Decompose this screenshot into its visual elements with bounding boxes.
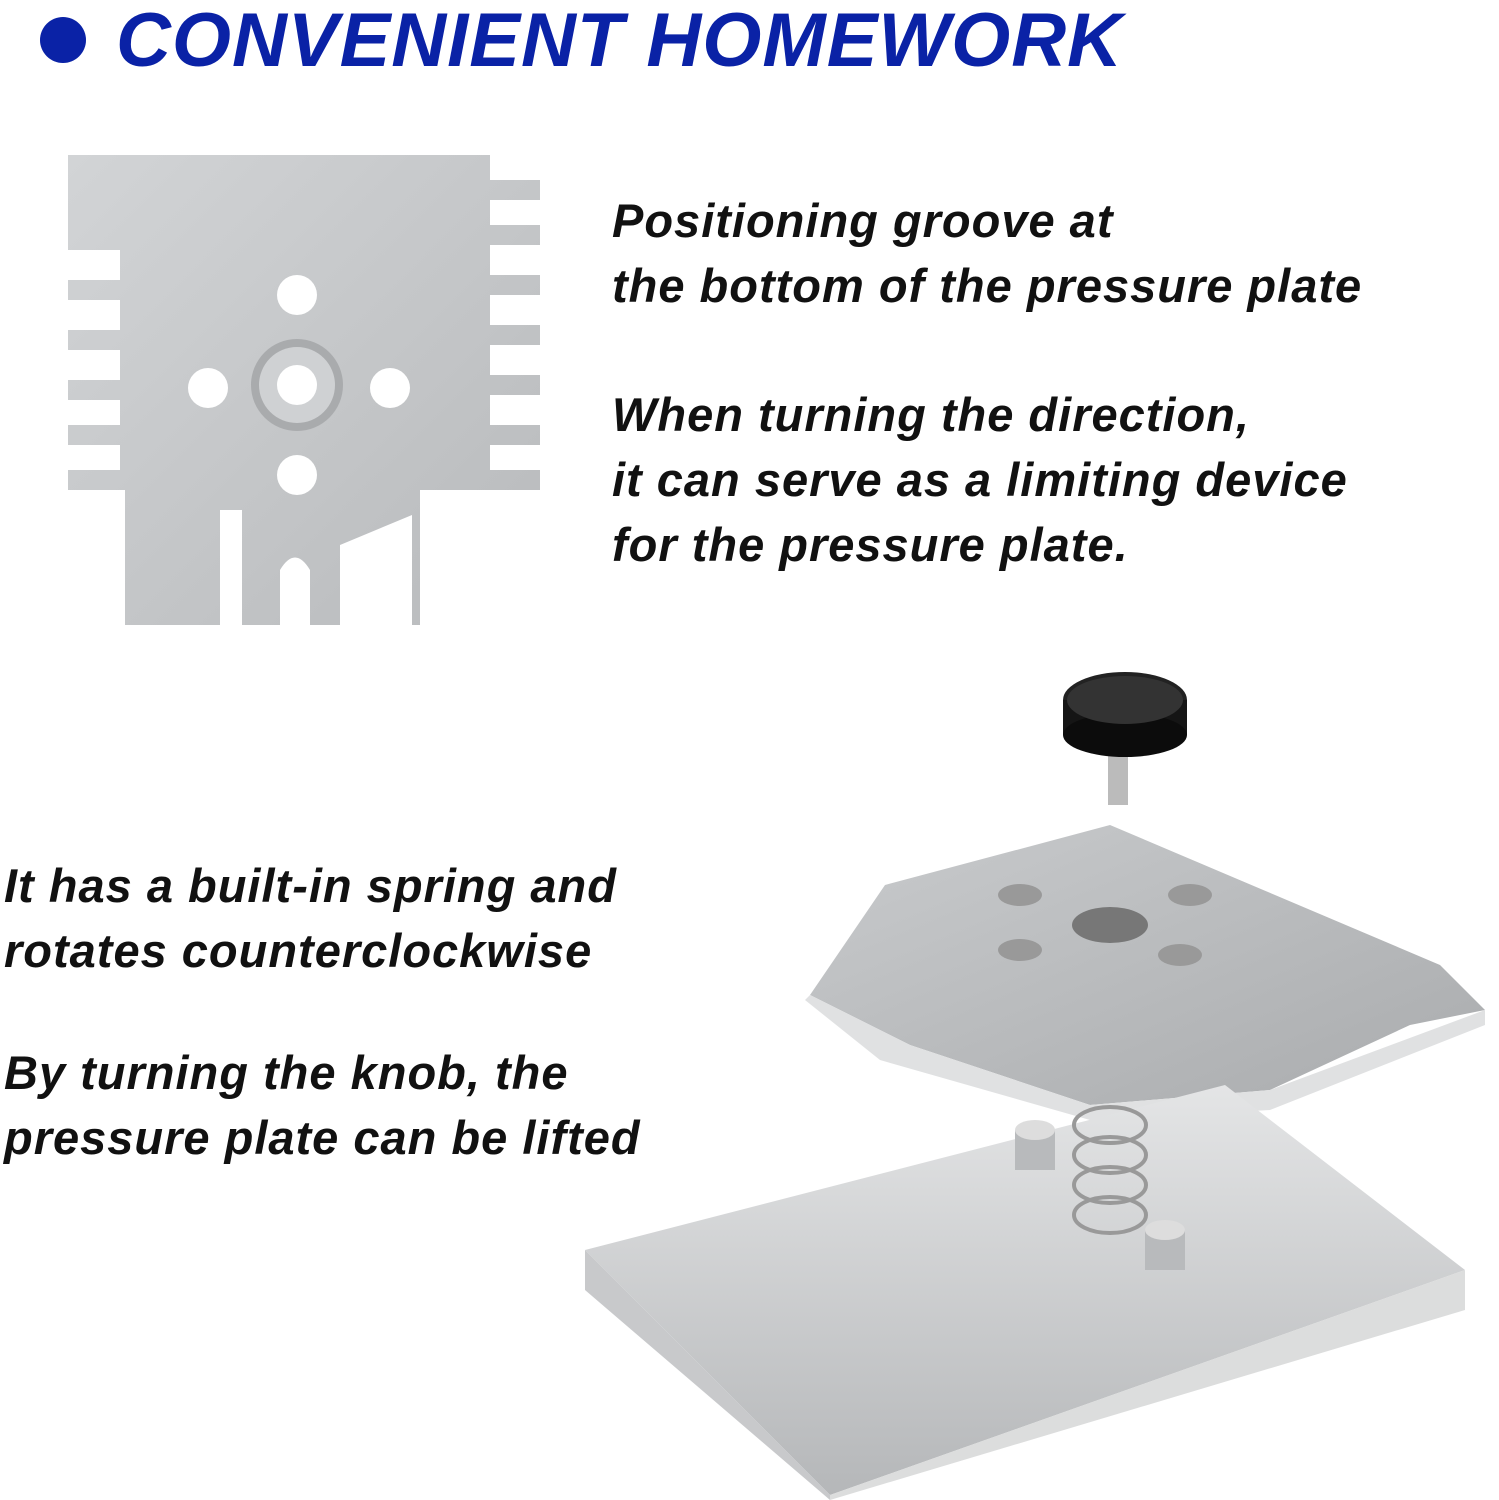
limiting-description: When turning the direction, it can serve…: [612, 382, 1348, 577]
text-line: for the pressure plate.: [612, 518, 1129, 571]
pressure-plate-bottom-view-image: [68, 155, 540, 625]
title-text: CONVENIENT HOMEWORK: [116, 0, 1123, 83]
text-line: When turning the direction,: [612, 388, 1250, 441]
text-line: the bottom of the pressure plate: [612, 259, 1363, 312]
exploded-assembly-image: [585, 672, 1485, 1500]
knob-description: By turning the knob, the pressure plate …: [4, 1040, 641, 1170]
bullet-icon: [40, 17, 86, 63]
text-line: Positioning groove at: [612, 194, 1114, 247]
knob: [1063, 672, 1187, 805]
text-line: pressure plate can be lifted: [4, 1111, 641, 1164]
page-title: CONVENIENT HOMEWORK: [40, 0, 1123, 83]
spring-description: It has a built-in spring and rotates cou…: [4, 853, 617, 983]
text-line: By turning the knob, the: [4, 1046, 569, 1099]
groove-description: Positioning groove at the bottom of the …: [612, 188, 1362, 318]
text-line: rotates counterclockwise: [4, 924, 593, 977]
text-line: It has a built-in spring and: [4, 859, 617, 912]
text-line: it can serve as a limiting device: [612, 453, 1348, 506]
